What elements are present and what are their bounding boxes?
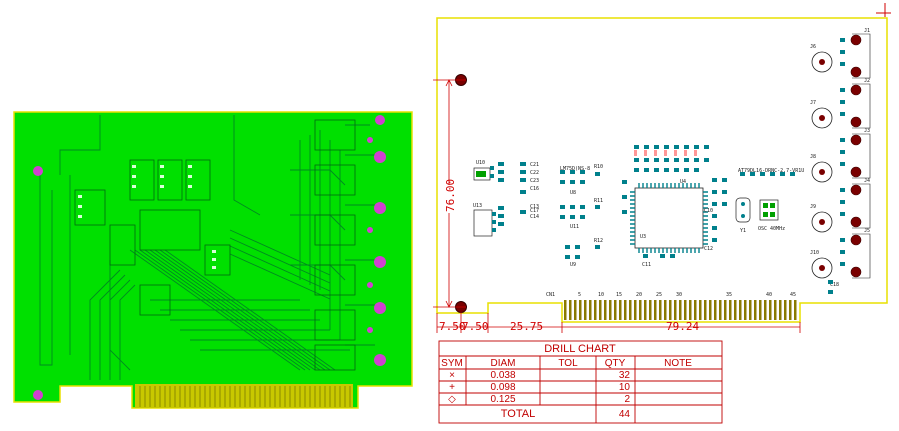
ref-u11: U11 — [570, 224, 579, 230]
svg-text:10: 10 — [598, 292, 604, 298]
ref-j8: J8 — [810, 154, 816, 160]
svg-text:35: 35 — [726, 292, 732, 298]
ref-j9: J9 — [810, 204, 816, 210]
dim-left-a: 7.50 — [439, 320, 466, 333]
header-tol: TOL — [558, 358, 578, 369]
corner-marker — [876, 3, 891, 17]
ref-c23: C23 — [530, 178, 539, 184]
svg-text:30: 30 — [676, 292, 682, 298]
assembly-view: 76.00 7.50 7.50 25.75 79.24 CN1 5 10 15 … — [433, 3, 891, 333]
row-sym: × — [449, 370, 455, 381]
drill-chart: DRILL CHART SYM DIAM TOL QTY NOTE × 0.03… — [438, 340, 723, 424]
edge-connector-pads — [564, 300, 797, 320]
dim-mid: 25.75 — [510, 320, 543, 333]
ref-y1: Y1 — [740, 228, 746, 234]
ref-c12: C12 — [704, 246, 713, 252]
chip2-label: AT79DL16-DRNC-2.7-VR1U — [738, 168, 804, 174]
chip1-label: LM75D(NS-8 — [560, 166, 590, 172]
total-label: TOTAL — [501, 408, 535, 420]
right-connectors: J1 J2 J3 J4 J5 J6 J7 J8 J9 J10 — [810, 28, 871, 294]
dim-height: 76.00 — [444, 179, 457, 212]
svg-text:20: 20 — [636, 292, 642, 298]
svg-text:45: 45 — [790, 292, 796, 298]
row-qty: 10 — [619, 382, 631, 393]
ref-u3: U3 — [640, 234, 646, 240]
ref-r11: R11 — [594, 198, 603, 204]
ref-c21: C21 — [530, 162, 539, 168]
ref-j2: J2 — [864, 78, 870, 84]
dim-left-b: 7.50 — [462, 320, 489, 333]
copper-layer-view — [13, 111, 413, 409]
ref-c18: C18 — [830, 282, 839, 288]
ref-j6: J6 — [810, 44, 816, 50]
row-sym: + — [449, 382, 455, 393]
svg-text:15: 15 — [616, 292, 622, 298]
svg-text:5: 5 — [578, 292, 581, 298]
ref-u4: U4 — [680, 179, 686, 185]
row-diam: 0.125 — [490, 394, 515, 405]
row-sym: ◇ — [448, 394, 456, 405]
ic-footprints — [74, 119, 356, 371]
ref-c16: C16 — [530, 186, 539, 192]
edge-connector — [135, 384, 353, 408]
drill-row-1: × 0.038 32 — [449, 370, 630, 381]
ref-j5: J5 — [864, 228, 870, 234]
main-ic — [634, 187, 704, 249]
connector-pin-numbers: 5 10 15 20 25 30 35 40 45 — [578, 292, 796, 298]
ref-j10: J10 — [810, 250, 819, 256]
crystal-y1 — [735, 197, 751, 223]
ref-u8: U8 — [570, 190, 576, 196]
dim-height-bg — [440, 185, 458, 213]
ref-u9: U9 — [570, 262, 576, 268]
total-qty: 44 — [619, 409, 631, 420]
row-qty: 32 — [619, 370, 631, 381]
regulator-u10 — [473, 166, 494, 181]
ref-c13: C13 — [530, 204, 539, 210]
header-sym: SYM — [441, 358, 463, 369]
regulator-u13 — [473, 209, 496, 237]
ref-c11: C11 — [642, 262, 651, 268]
header-note: NOTE — [664, 358, 692, 369]
copper-traces — [39, 115, 375, 380]
ref-c10: C10 — [704, 208, 713, 214]
ref-c17: C17 — [530, 208, 539, 214]
dimension-lines — [433, 79, 801, 333]
main-ic-pins — [630, 183, 708, 253]
ref-j4: J4 — [864, 178, 870, 184]
drill-row-2: + 0.098 10 — [449, 382, 630, 393]
drill-chart-title: DRILL CHART — [544, 343, 616, 355]
ref-j7: J7 — [810, 100, 816, 106]
row-diam: 0.038 — [490, 370, 515, 381]
resistor-array — [634, 150, 697, 156]
header-diam: DIAM — [491, 358, 516, 369]
osc-label: OSC 40MHz — [758, 226, 785, 232]
svg-text:40: 40 — [766, 292, 772, 298]
ref-c14: C14 — [530, 214, 539, 220]
mounting-vias — [33, 115, 386, 400]
header-qty: QTY — [605, 358, 626, 369]
ref-c22: C22 — [530, 170, 539, 176]
ref-j1: J1 — [864, 28, 870, 34]
ref-r12: R12 — [594, 238, 603, 244]
oscillator — [759, 199, 779, 221]
drill-row-3: ◇ 0.125 2 — [448, 394, 630, 405]
ref-u10: U10 — [476, 160, 485, 166]
svg-text:25: 25 — [656, 292, 662, 298]
ref-u13: U13 — [473, 203, 482, 209]
connector-ref: CN1 — [546, 292, 555, 298]
ic-pads — [78, 165, 216, 269]
ref-j3: J3 — [864, 128, 870, 134]
ref-r10: R10 — [594, 164, 603, 170]
edge-fingers — [139, 386, 351, 407]
row-qty: 2 — [624, 394, 630, 405]
smd-pads — [498, 145, 795, 259]
dim-connector: 79.24 — [666, 320, 699, 333]
row-diam: 0.098 — [490, 382, 515, 393]
